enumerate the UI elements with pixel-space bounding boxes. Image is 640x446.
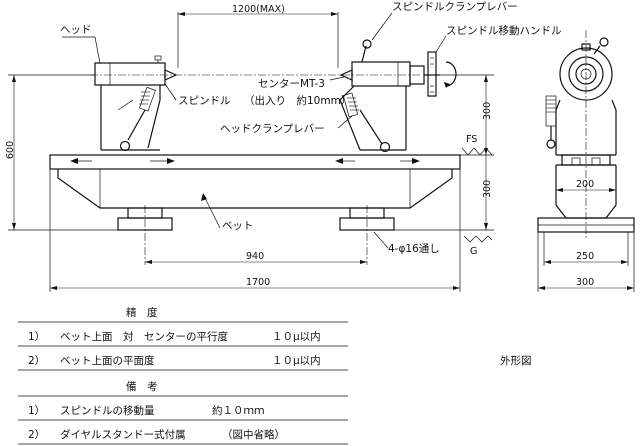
dim-600: 600 (5, 141, 16, 159)
remarks-row-1-value: 約１０ｍｍ (212, 404, 265, 417)
label-head-clamp-lever: ヘッドクランプレバー (220, 123, 325, 135)
bed (49, 154, 461, 265)
dim-200: 200 (576, 179, 594, 190)
g-mark: G (470, 246, 477, 257)
label-holes: 4-φ16通し (388, 243, 440, 255)
accuracy-row-2-num: 2） (28, 355, 45, 367)
accuracy-row-2-text: ベット上面の平面度 (60, 354, 155, 367)
label-spindle-clamp-lever: スピンドルクランプレバー (392, 1, 518, 13)
remarks-row-2-num: 2） (28, 429, 45, 441)
accuracy-row-2-value: １０μ以内 (272, 354, 321, 367)
remarks-heading: 備 考 (126, 380, 158, 393)
label-stroke: （出入り 約10mm） (244, 94, 351, 107)
accuracy-row-1-value: １０μ以内 (272, 330, 321, 343)
view-caption: 外形図 (500, 355, 532, 367)
remarks-row-1-text: スピンドルの移動量 (60, 404, 155, 417)
fs-mark: FS (466, 134, 477, 145)
front-view: 1200(MAX) (5, 1, 562, 292)
notes-remarks: 備 考 1） スピンドルの移動量 約１０ｍｍ 2） ダイヤルスタンドー式付属 （… (18, 380, 348, 445)
side-view: 200 250 300 (537, 30, 635, 292)
label-center: センターMT-3 (258, 78, 325, 90)
right-head (339, 39, 457, 153)
accuracy-row-1-num: 1） (28, 331, 45, 343)
remarks-row-2-value: （図中省略） (222, 428, 285, 441)
dim-940: 940 (246, 251, 264, 262)
accuracy-heading: 精 度 (126, 306, 158, 319)
dim-300-side: 300 (576, 277, 594, 288)
left-head (94, 55, 178, 152)
dim-1200: 1200(MAX) (232, 4, 285, 15)
remarks-row-1-num: 1） (28, 405, 45, 417)
dim-250: 250 (576, 251, 594, 262)
label-spindle-handle: スピンドル移動ハンドル (446, 24, 562, 37)
label-spindle: スピンドル (178, 95, 231, 107)
remarks-row-2-text: ダイヤルスタンドー式付属 (60, 428, 186, 441)
notes-accuracy: 精 度 1） ベット上面 対 センターの平行度 １０μ以内 2） ベット上面の平… (18, 306, 348, 371)
label-head: ヘッド (60, 24, 92, 36)
dim-300-lower: 300 (482, 180, 493, 198)
dim-300-upper: 300 (482, 102, 493, 120)
label-bed: ベット (222, 220, 254, 232)
dim-1700: 1700 (246, 277, 270, 288)
accuracy-row-1-text: ベット上面 対 センターの平行度 (60, 330, 228, 343)
